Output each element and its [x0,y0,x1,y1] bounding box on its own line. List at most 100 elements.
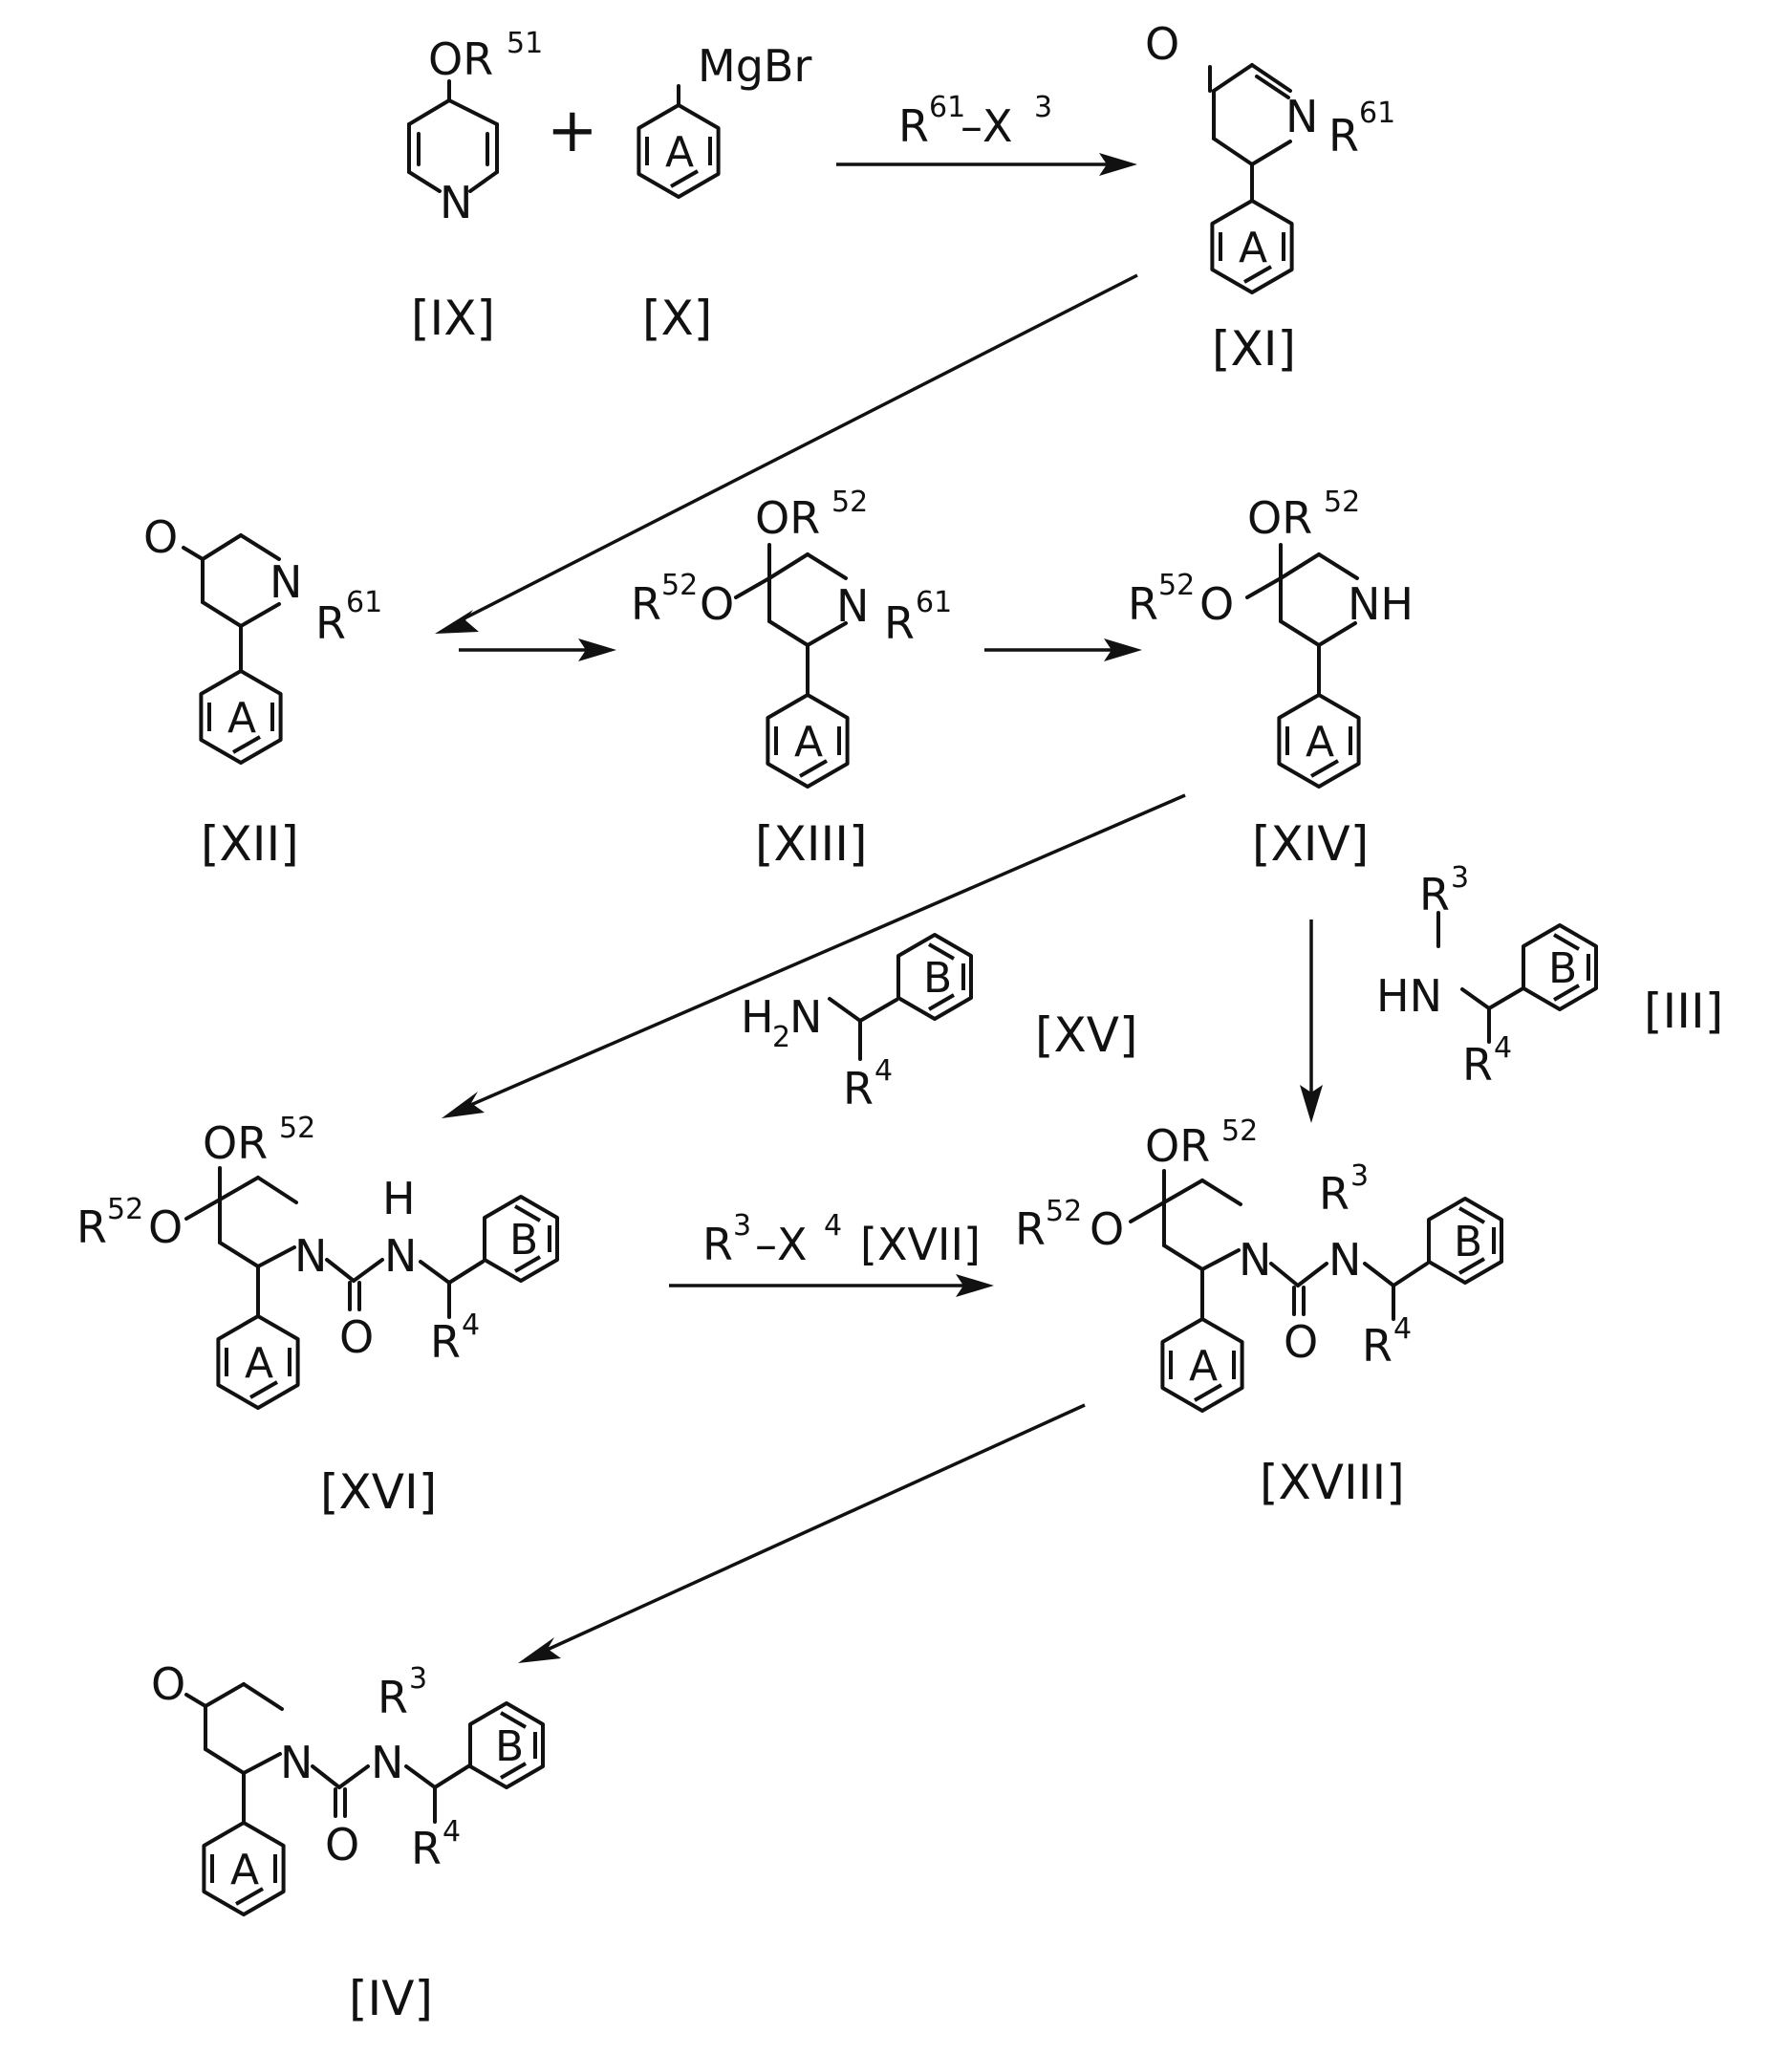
reagent-R3-X4: R 3 –X 4 [XVII] [702,1209,981,1270]
iv-R4: R [411,1823,442,1874]
xviii-N2: N [1328,1234,1361,1286]
label-XIII: [XIII] [755,816,868,872]
compound-XIV: OR 52 R 52 O NH A [XIV] [1128,486,1414,872]
iii-ring-B: B [1548,944,1577,993]
xii-N: N [270,556,302,608]
xvi-ring-A: A [245,1339,273,1388]
xi-ring-A: A [1239,224,1267,272]
iv-ring-A: A [230,1846,259,1894]
ix-N: N [440,177,472,228]
label-XII: [XII] [201,816,299,872]
arrow-step-4 [984,638,1142,661]
pyridine-ring [409,81,497,191]
compound-X: MgBr A [X] [638,40,811,346]
svg-text:R: R [898,100,929,152]
compound-IV: O N R 3 N O R 4 A B [IV] [151,1658,543,2026]
xviii-sup-52b: 52 [1046,1195,1082,1228]
compound-IX: OR 51 N [IX] [409,27,543,346]
arrow-step-8 [518,1405,1085,1663]
xviii-sup-4: 4 [1393,1312,1412,1346]
xvi-OR: OR [203,1117,268,1169]
xiii-sup-52b: 52 [661,569,698,602]
iv-sup-4: 4 [443,1815,461,1849]
arrow-step-2 [435,275,1137,634]
label-III: [III] [1644,984,1723,1039]
xvi-O: O [148,1201,183,1253]
xi-sup-61: 61 [1359,97,1395,130]
iv-N: N [280,1737,313,1788]
iv-sup-3: 3 [409,1662,427,1696]
xiv-sup-52a: 52 [1324,486,1360,519]
ix-OR: OR [428,33,493,85]
x-MgBr: MgBr [698,40,811,92]
xvi-sup-4: 4 [462,1309,480,1342]
xiii-O: O [700,578,734,630]
xiv-NH: NH [1348,578,1414,630]
xiii-sup-52a: 52 [831,486,868,519]
svg-text:–X: –X [961,100,1013,152]
arrow-step-1 [836,153,1137,176]
xviii-R3: R [1319,1168,1349,1220]
xviii-OR: OR [1145,1120,1210,1172]
compound-XII: O N R 61 A [XII] [143,511,382,872]
label-XI: [XI] [1212,321,1296,377]
xiii-R: R [631,578,661,630]
iv-O: O [151,1658,185,1710]
label-IX: [IX] [411,291,495,346]
iii-sup-3: 3 [1451,861,1469,895]
iv-R3: R [378,1672,408,1723]
xiv-ring-A: A [1306,718,1334,767]
reagent-R61-X3: R 61 –X 3 [898,91,1052,152]
arrow-step-3 [459,638,616,661]
ix-sup-51: 51 [507,27,543,60]
xvi-ring-B: B [509,1216,538,1265]
xviii-ring-B: B [1454,1218,1482,1266]
xviii-sup-52a: 52 [1221,1114,1258,1148]
xi-O: O [1145,18,1179,70]
svg-text:3: 3 [733,1209,751,1243]
xvi-NH: N [384,1230,417,1282]
xiii-R2: R [884,597,915,649]
xviii-R: R [1015,1203,1046,1255]
xiii-sup-61: 61 [916,586,952,619]
xv-sup-4: 4 [874,1054,893,1088]
xviii-O: O [1090,1203,1124,1255]
x-ring-A: A [665,128,694,177]
label-X: [X] [642,291,712,346]
xvi-O2: O [339,1311,374,1363]
xii-sup-61: 61 [346,586,382,619]
iv-O2: O [325,1819,359,1871]
xvi-sup-52b: 52 [107,1193,143,1226]
xii-R: R [315,597,346,649]
xvi-sup-52a: 52 [279,1112,315,1145]
xvi-N: N [294,1230,327,1282]
label-XVI: [XVI] [320,1464,437,1520]
xvi-R: R [76,1201,107,1253]
xviii-sup-3: 3 [1350,1159,1369,1193]
compound-XIII: OR 52 R 52 O N R 61 A [XIII] [631,486,952,872]
xiv-R: R [1128,578,1158,630]
xii-ring-A: A [227,694,256,743]
xiv-O: O [1199,578,1234,630]
iii-R4: R [1462,1039,1493,1091]
compound-XI: O N R 61 A [XI] [1145,18,1395,377]
label-XIV: [XIV] [1252,816,1369,872]
xii-O: O [143,511,178,563]
xviii-O2: O [1284,1316,1318,1368]
iii-R: R [1419,869,1450,920]
xviii-R4: R [1362,1320,1393,1372]
plus-sign: + [547,96,598,166]
label-XV: [XV] [1035,1007,1137,1063]
svg-text:R: R [702,1219,733,1270]
xviii-ring-A: A [1189,1342,1218,1391]
xi-R: R [1328,110,1359,162]
xiii-ring-A: A [794,718,823,767]
xv-sub-2: 2 [772,1021,790,1054]
xi-N: N [1285,91,1318,142]
svg-text:[XVII]: [XVII] [860,1219,981,1270]
svg-text:4: 4 [824,1209,842,1243]
compound-XVI: OR 52 R 52 O N H N O R 4 A B [XVI] [76,1112,557,1520]
arrow-step-6 [1300,919,1323,1123]
iv-N2: N [371,1737,403,1788]
svg-text:3: 3 [1034,91,1052,124]
